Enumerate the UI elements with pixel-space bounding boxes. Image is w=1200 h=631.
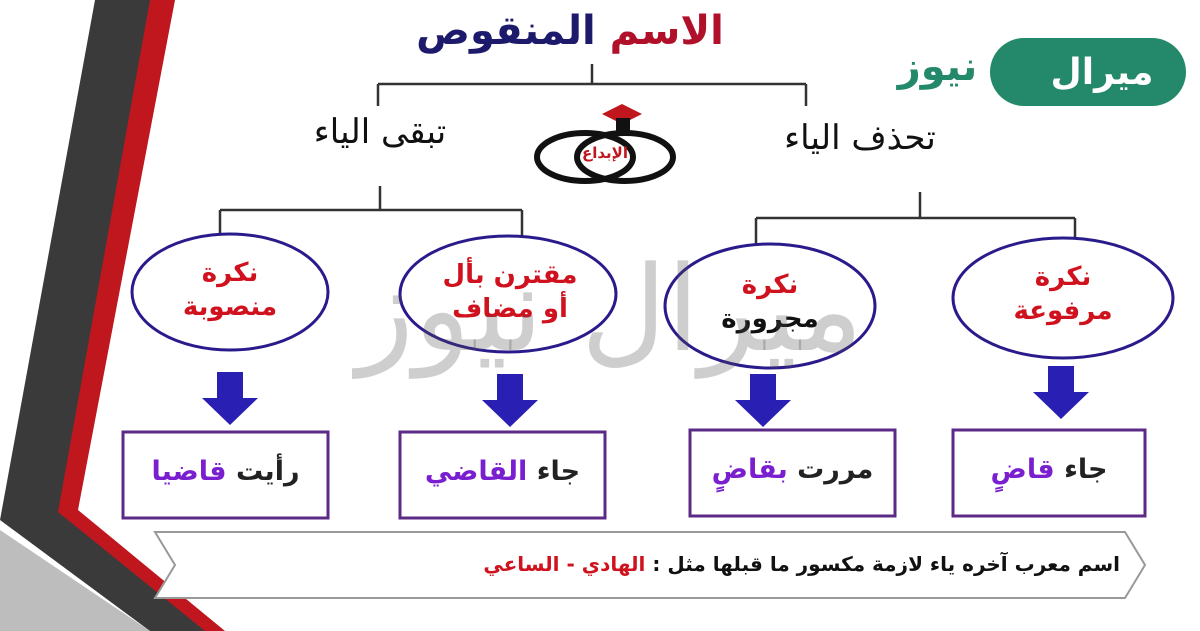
logo-text: الإبداع (582, 144, 628, 162)
oval-nominative-text: نكرة مرفوعة (973, 260, 1153, 328)
arrow-2 (482, 374, 538, 427)
box-3-text: مررت بقاضٍ (690, 454, 895, 485)
box-4 (951, 428, 1147, 518)
box-4-noun: قاضٍ (990, 454, 1055, 485)
definition-banner (153, 531, 1147, 599)
down-arrows (202, 366, 1089, 427)
arrow-3 (735, 374, 791, 427)
oval-genitive-text: نكرة مجرورة (680, 268, 860, 336)
box-2-text: جاء القاضي (400, 456, 605, 487)
title-part1: الاسم (609, 8, 724, 54)
left-chevron-decoration (0, 0, 225, 631)
branch-left-label: تبقى الياء (313, 112, 447, 152)
oval-definite-text: مقترن بأل أو مضاف (410, 258, 610, 326)
box-4-text: جاء قاضٍ (953, 454, 1145, 485)
oval-2-line1: مقترن بأل (442, 260, 578, 290)
oval-genitive (663, 242, 877, 370)
oval-2-line2: أو مضاف (452, 294, 568, 324)
oval-3-line2: مجرورة (721, 304, 819, 334)
watermark: ميرال نيوز (356, 240, 864, 378)
box-3 (688, 428, 897, 518)
box-3-noun: بقاضٍ (711, 454, 788, 485)
brand-name: ميرال (1050, 51, 1154, 93)
box-1-verb: رأيت (235, 456, 300, 487)
oval-definite (398, 234, 618, 354)
oval-1-line1: نكرة (201, 258, 259, 288)
branch-right-label: تحذف الياء (784, 118, 936, 158)
definition-main: اسم معرب آخره ياء لازمة مكسور ما قبلها م… (652, 552, 1120, 576)
title-part2: المنقوص (416, 8, 596, 54)
oval-accusative-text: نكرة منصوبة (140, 256, 320, 324)
oval-nominative (951, 236, 1175, 360)
oval-4-line2: مرفوعة (1013, 296, 1113, 326)
arrow-4 (1033, 366, 1089, 419)
oval-accusative (130, 232, 330, 352)
ovals (130, 232, 1175, 370)
oval-1-line2: منصوبة (182, 292, 278, 322)
box-2-verb: جاء (536, 456, 581, 487)
oval-3-line1: نكرة (741, 270, 799, 300)
brand-suffix: نيوز (897, 44, 978, 90)
box-1 (121, 430, 330, 520)
box-3-verb: مررت (797, 454, 874, 485)
box-2 (398, 430, 607, 520)
page-title: الاسم المنقوص (400, 8, 740, 54)
definition-examples: الهادي - الساعي (483, 552, 646, 576)
example-boxes (121, 428, 1147, 520)
box-1-text: رأيت قاضيا (123, 456, 328, 487)
arrow-1 (202, 372, 258, 425)
logo-rings (534, 104, 676, 184)
box-1-noun: قاضيا (151, 456, 227, 487)
oval-4-line1: نكرة (1034, 262, 1092, 292)
brand-badge[interactable]: ميرال (990, 38, 1186, 106)
box-2-noun: القاضي (424, 456, 528, 487)
box-4-verb: جاء (1064, 454, 1108, 485)
definition-text: اسم معرب آخره ياء لازمة مكسور ما قبلها م… (200, 552, 1120, 576)
